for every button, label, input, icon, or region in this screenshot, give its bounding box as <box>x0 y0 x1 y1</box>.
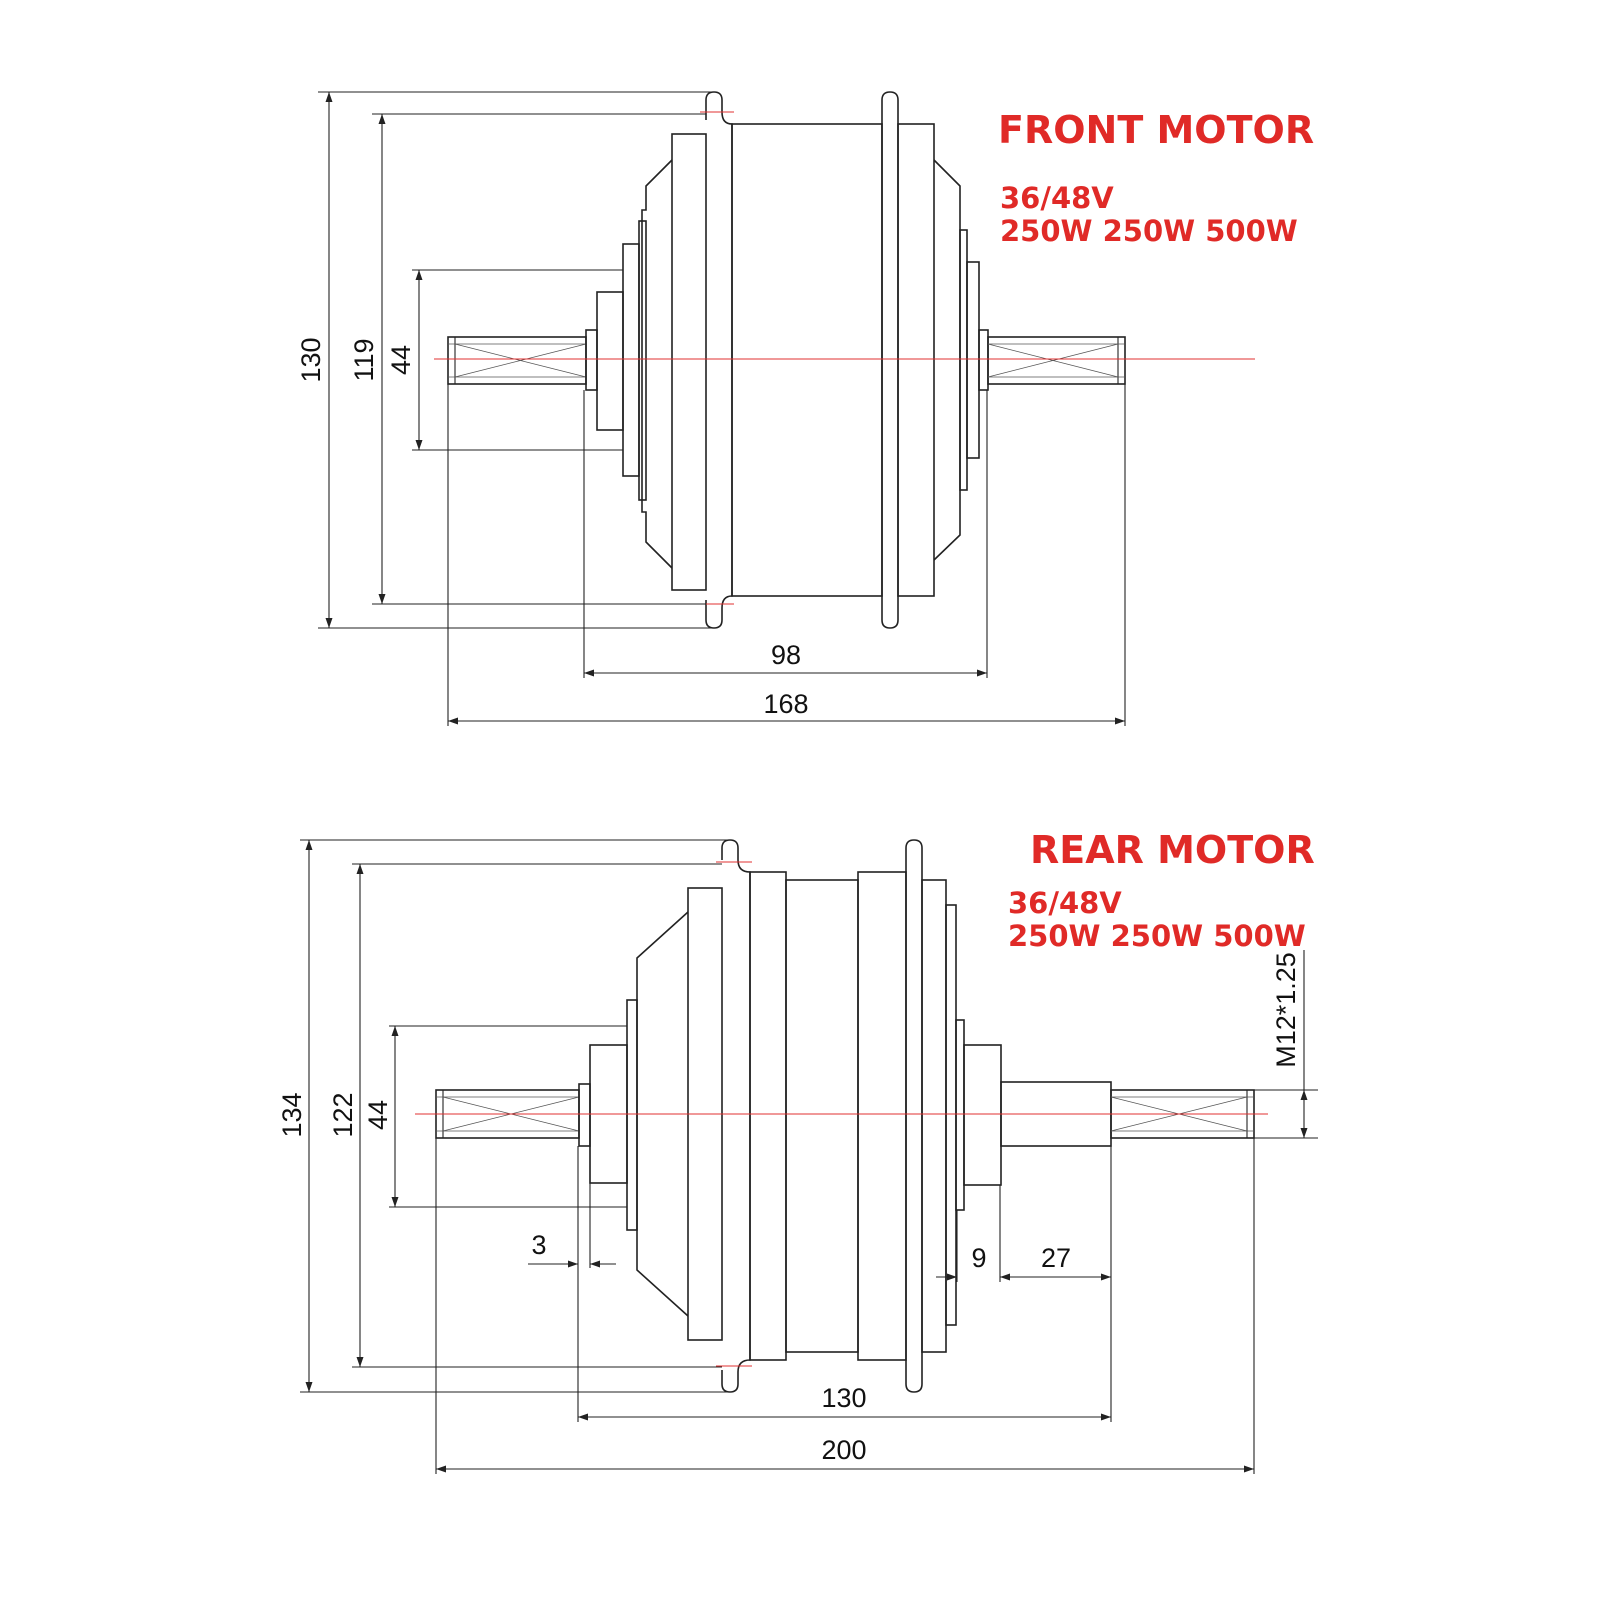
front-extension-lines <box>318 91 1126 726</box>
rear-left-flange <box>721 839 751 1393</box>
rear-voltage: 36/48V <box>1008 886 1122 920</box>
front-left-cover <box>641 133 707 591</box>
front-left-flange <box>705 91 733 629</box>
front-right-cover <box>933 159 980 561</box>
front-left-axle <box>447 329 598 391</box>
rear-hub-body <box>749 839 947 1393</box>
front-height-label: 130 <box>296 337 326 382</box>
rear-bearing-label: 44 <box>363 1100 393 1130</box>
front-power: 250W 250W 500W <box>1000 214 1298 248</box>
front-flange-label: 119 <box>349 338 379 381</box>
rear-thread-label: M12*1.25 <box>1271 952 1301 1068</box>
rear-flange-label: 122 <box>328 1092 358 1137</box>
front-voltage: 36/48V <box>1000 181 1114 215</box>
rear-right-spacer-label: 9 <box>971 1243 986 1273</box>
rear-extension-lines <box>300 839 1318 1474</box>
front-hub-body <box>731 91 935 629</box>
front-motor-drawing: 130 119 44 98 168 <box>296 91 1255 726</box>
rear-motor-drawing: 134 122 44 3 9 27 130 200 M12*1.25 <box>277 839 1318 1474</box>
rear-motor-title: REAR MOTOR <box>1030 828 1315 872</box>
rear-power: 250W 250W 500W <box>1008 919 1306 953</box>
rear-height-label: 134 <box>277 1092 307 1137</box>
front-right-axle <box>978 329 1126 391</box>
front-body-width-label: 98 <box>771 640 801 670</box>
front-left-bearing <box>596 220 647 501</box>
front-motor-title: FRONT MOTOR <box>998 108 1314 152</box>
rear-body-width-label: 130 <box>821 1383 866 1413</box>
rear-left-bearing <box>589 999 638 1231</box>
rear-length-label: 200 <box>821 1435 866 1465</box>
rear-left-axle <box>435 1083 591 1147</box>
front-bearing-label: 44 <box>386 345 416 375</box>
rear-shoulder-label: 27 <box>1041 1243 1071 1273</box>
rear-left-spacer-label: 3 <box>531 1230 546 1260</box>
front-length-label: 168 <box>763 689 808 719</box>
